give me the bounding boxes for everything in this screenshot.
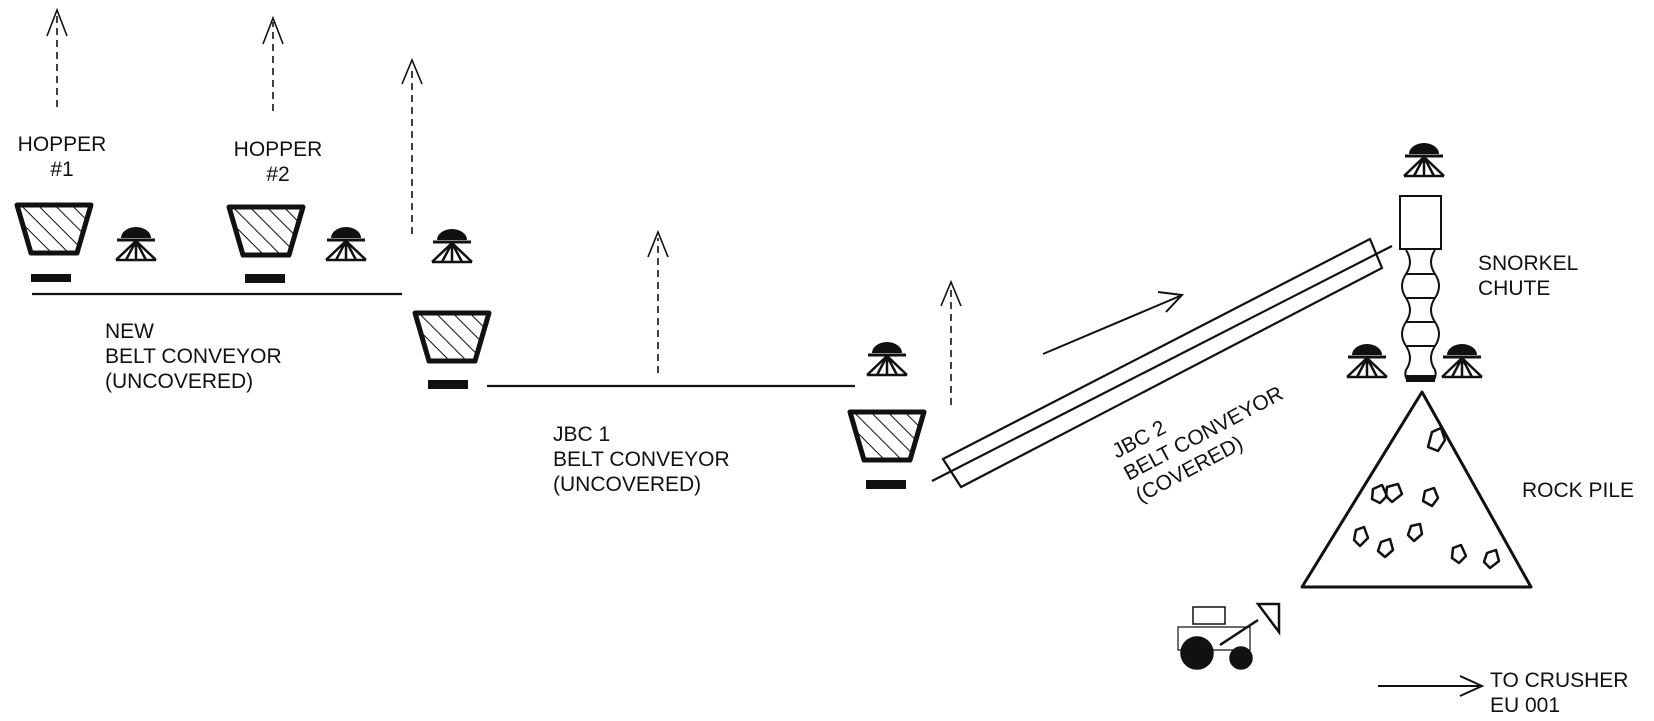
hopper-1	[17, 205, 91, 253]
water-spray-icon-3	[430, 227, 474, 264]
hopper-1-label: HOPPER#1	[17, 133, 107, 181]
emission-arrow-2	[262, 15, 284, 111]
hopper-2	[229, 207, 303, 255]
emission-arrow-1	[46, 7, 68, 107]
water-spray-icon-2	[324, 225, 368, 262]
hopper-4	[850, 412, 924, 460]
hopper-3-feeder	[428, 380, 468, 389]
water-spray-icon-7	[1440, 342, 1484, 379]
water-spray-icon-5	[1402, 141, 1446, 178]
emission-arrow-3	[401, 57, 423, 234]
hopper-2-label: HOPPER#2	[233, 138, 323, 186]
to-crusher-arrow	[1378, 675, 1485, 697]
hopper-2-feeder	[245, 274, 285, 283]
flow-direction-arrow	[1042, 291, 1185, 355]
water-spray-icon-4	[865, 340, 909, 377]
water-spray-icon-1	[114, 225, 158, 262]
rock-pile	[1300, 390, 1533, 589]
water-spray-icon-6	[1345, 342, 1389, 379]
hopper-3	[415, 313, 489, 361]
emission-arrow-5	[940, 279, 962, 405]
front-loader-icon	[1177, 602, 1281, 670]
snorkel-chute	[1399, 195, 1442, 382]
rock-pile-label: ROCK PILE	[1522, 479, 1635, 502]
emission-arrow-4	[647, 229, 669, 373]
hopper-1-feeder	[31, 274, 71, 282]
hopper-4-feeder	[866, 480, 906, 489]
jbc2-belt-conveyor	[931, 237, 1393, 489]
